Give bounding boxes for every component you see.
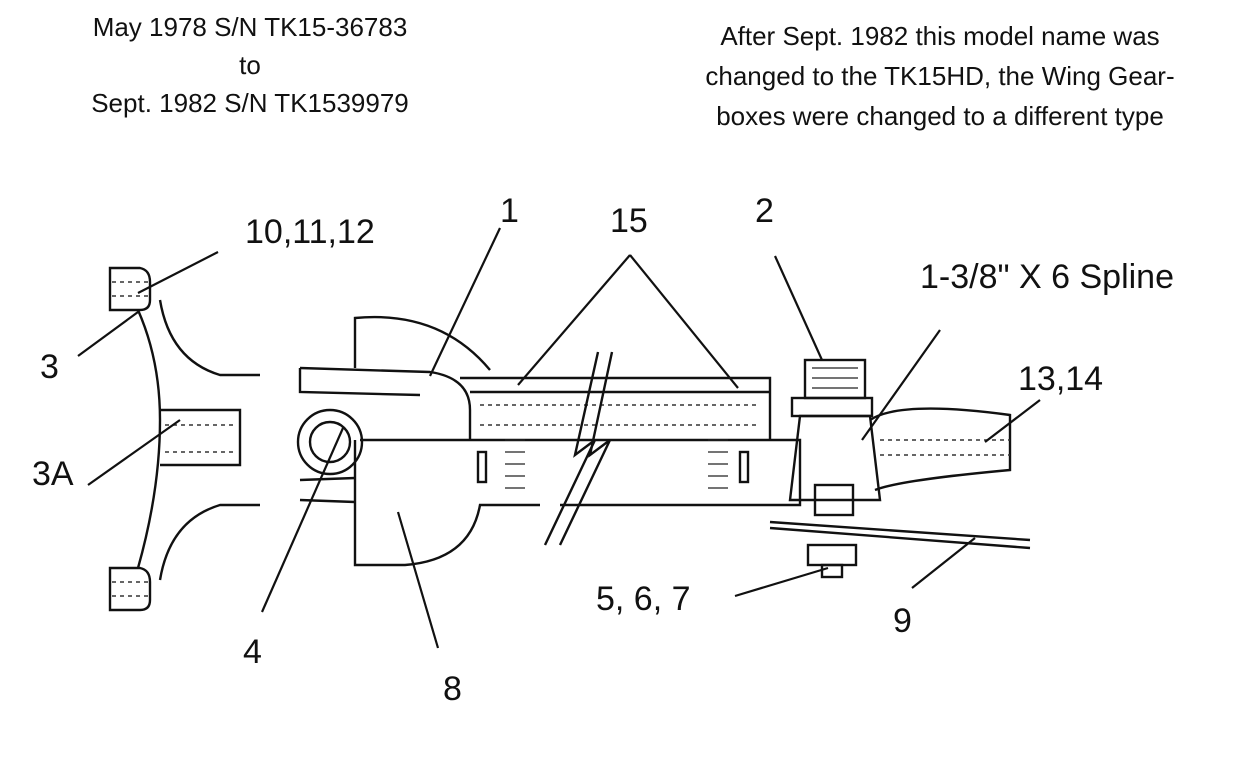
callout-3a: 3A — [32, 455, 74, 493]
leader-3a — [87, 419, 181, 486]
callout-4: 4 — [243, 633, 262, 671]
model-change-line-2: changed to the TK15HD, the Wing Gear- — [705, 61, 1175, 91]
callout-10-11-12: 10,11,12 — [245, 213, 375, 251]
callout-spline: 1-3/8" X 6 Spline — [920, 258, 1174, 296]
leader-3 — [77, 311, 139, 357]
callout-9: 9 — [893, 602, 912, 640]
serial-range-note: May 1978 S/N TK15-36783 to Sept. 1982 S/… — [40, 8, 460, 122]
callout-15: 15 — [610, 202, 648, 240]
flange-yoke-drawing — [108, 266, 260, 612]
leader-15-left — [517, 254, 631, 386]
leader-spline — [861, 329, 941, 441]
callout-1: 1 — [500, 192, 519, 230]
gearbox-drawing — [769, 358, 1031, 579]
leader-1 — [429, 227, 501, 377]
model-change-line-3: boxes were changed to a different type — [716, 101, 1164, 131]
callout-2: 2 — [755, 192, 774, 230]
leader-lines — [77, 227, 1041, 649]
leader-8 — [396, 511, 440, 649]
callout-8: 8 — [443, 670, 462, 708]
model-change-note: After Sept. 1982 this model name was cha… — [640, 16, 1240, 136]
leader-9 — [911, 537, 976, 589]
callout-13-14: 13,14 — [1018, 360, 1103, 398]
leader-4 — [260, 427, 345, 613]
driveshaft-drawing — [296, 315, 802, 567]
serial-to-line: to — [239, 50, 261, 80]
leader-15-right — [629, 254, 739, 389]
callout-3: 3 — [40, 348, 59, 386]
leader-13-14 — [984, 399, 1041, 443]
leader-2 — [773, 255, 824, 361]
callout-labels: 10,11,12 3 3A 1 15 2 1-3/8" X 6 Spline 1… — [32, 192, 1174, 708]
serial-start-line: May 1978 S/N TK15-36783 — [92, 12, 408, 42]
model-change-line-1: After Sept. 1982 this model name was — [720, 21, 1160, 51]
callout-5-6-7: 5, 6, 7 — [596, 580, 691, 618]
leader-10-11-12 — [137, 251, 219, 294]
leader-5-6-7 — [734, 566, 829, 598]
serial-end-line: Sept. 1982 S/N TK1539979 — [91, 88, 409, 118]
